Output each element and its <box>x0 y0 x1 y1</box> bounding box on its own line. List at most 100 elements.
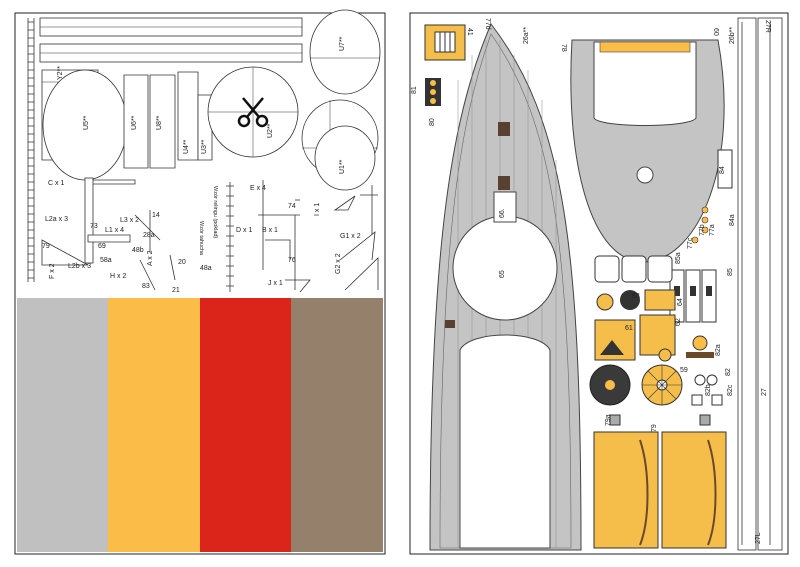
label-wzor: Wzór relingu (poklad) <box>212 186 218 238</box>
label-n79: 79 <box>42 243 50 250</box>
label-e: E x 4 <box>250 185 266 192</box>
label-p27r: 27R <box>764 20 771 33</box>
label-p60: 60 <box>712 28 719 36</box>
label-n73: 73 <box>90 223 98 230</box>
part-82a <box>686 335 714 358</box>
part-85 <box>669 269 717 323</box>
label-p82b: 82b <box>705 384 712 396</box>
label-l2b: L2b x 3 <box>68 263 91 270</box>
label-c: C x 1 <box>48 180 64 187</box>
swatch-brown <box>291 298 383 552</box>
label-p26a: 26a** <box>523 27 530 44</box>
label-n69: 69 <box>98 243 106 250</box>
label-n74: 74 <box>288 203 296 210</box>
label-p82c: 82c <box>727 384 734 396</box>
label-n28a: 28a <box>143 232 155 239</box>
scissors-icon <box>237 97 269 128</box>
label-p82: 82 <box>725 368 732 376</box>
label-u3: U3** <box>201 139 208 154</box>
ladder-rungs <box>28 21 34 279</box>
label-p66: 66. <box>499 208 506 218</box>
label-p81: 81 <box>411 86 418 94</box>
label-u5: U5** <box>83 115 90 130</box>
part-85a <box>594 255 673 283</box>
hull-deck <box>429 23 582 551</box>
right-labels: 41 77d 26a** 78 60 27R 26b** 81 66. 65 8… <box>411 18 771 544</box>
part-u6 <box>123 74 149 169</box>
part-81 <box>425 78 441 106</box>
part-59-wheel <box>589 364 683 406</box>
hatch-66 <box>493 191 517 223</box>
label-p26b: 26b** <box>729 27 736 44</box>
label-wzor2: Wzór tahucha <box>198 221 204 256</box>
part-61-62 <box>594 314 676 362</box>
label-n76: 76 <box>288 257 296 264</box>
part-c <box>84 177 94 264</box>
part-g2 <box>344 257 379 291</box>
label-n21: 21 <box>172 287 180 294</box>
label-p84a: 84a <box>729 214 736 226</box>
label-p77a: 77a <box>709 224 716 236</box>
label-p82a: 82a <box>715 344 722 356</box>
label-p41: 41 <box>466 28 473 36</box>
ladder-strip <box>27 18 35 282</box>
label-u1: U1** <box>339 159 346 174</box>
label-p61: 61 <box>625 325 633 332</box>
part-j <box>285 279 311 293</box>
label-p85a: 85a <box>675 252 682 264</box>
deck-cutout-lower <box>459 334 551 549</box>
label-g2: G2 x 2 <box>335 253 342 274</box>
label-f: F x 2 <box>49 263 56 279</box>
label-a: A x 2 <box>147 250 154 266</box>
part-79-panels <box>593 431 727 549</box>
left-labels: Y2** U5** U6** U8** U4** U3** U7** U2** … <box>42 36 361 294</box>
label-n48b: 48b <box>132 247 144 254</box>
label-n48a: 48a <box>200 265 212 272</box>
part-84 <box>717 149 733 189</box>
railing-pattern <box>226 182 234 292</box>
label-n83: 83 <box>142 283 150 290</box>
color-swatches <box>17 298 383 552</box>
upper-deck-cutout <box>593 41 697 126</box>
part-41 <box>424 24 466 61</box>
upper-deck <box>570 39 725 263</box>
part-u1 <box>314 125 376 191</box>
label-b: B x 1 <box>262 227 278 234</box>
label-p77c: 77c <box>687 237 694 249</box>
label-p65: 65 <box>499 270 506 278</box>
label-p79a: 79a <box>605 414 612 426</box>
part-ix <box>333 195 356 211</box>
label-p84: 84 <box>719 166 726 174</box>
label-p79: 79 <box>651 424 658 432</box>
part-g1 <box>339 231 376 261</box>
part-f <box>41 239 89 266</box>
label-p62: 62 <box>675 318 682 326</box>
swatch-yellow <box>108 298 200 552</box>
label-p85: 85 <box>727 268 734 276</box>
label-l2a: L2a x 3 <box>45 216 68 223</box>
label-p63: 63 <box>632 293 640 300</box>
label-p77d: 77d <box>484 18 491 30</box>
strip-27 <box>737 17 783 551</box>
label-u6: U6** <box>131 115 138 130</box>
left-sheet <box>27 9 381 293</box>
part-u8 <box>149 74 176 169</box>
label-g1: G1 x 2 <box>340 233 361 240</box>
label-u2: U2** <box>267 123 274 138</box>
part-63-64 <box>596 289 676 311</box>
part-77-series <box>691 206 709 244</box>
label-u4: U4** <box>183 139 190 154</box>
label-p80: 80 <box>429 118 436 126</box>
deck-cutout-65 <box>452 215 558 321</box>
label-u8: U8** <box>156 115 163 130</box>
label-p27: 27 <box>761 388 768 396</box>
label-p77b: 77b <box>699 224 706 236</box>
label-n58a: 58a <box>100 257 112 264</box>
label-y2: Y2** <box>57 66 64 80</box>
label-n14: 14 <box>152 212 160 219</box>
label-j: J x 1 <box>268 280 283 287</box>
swatch-gray <box>17 298 108 552</box>
part-u7 <box>309 9 381 95</box>
label-p78: 78 <box>560 44 567 52</box>
